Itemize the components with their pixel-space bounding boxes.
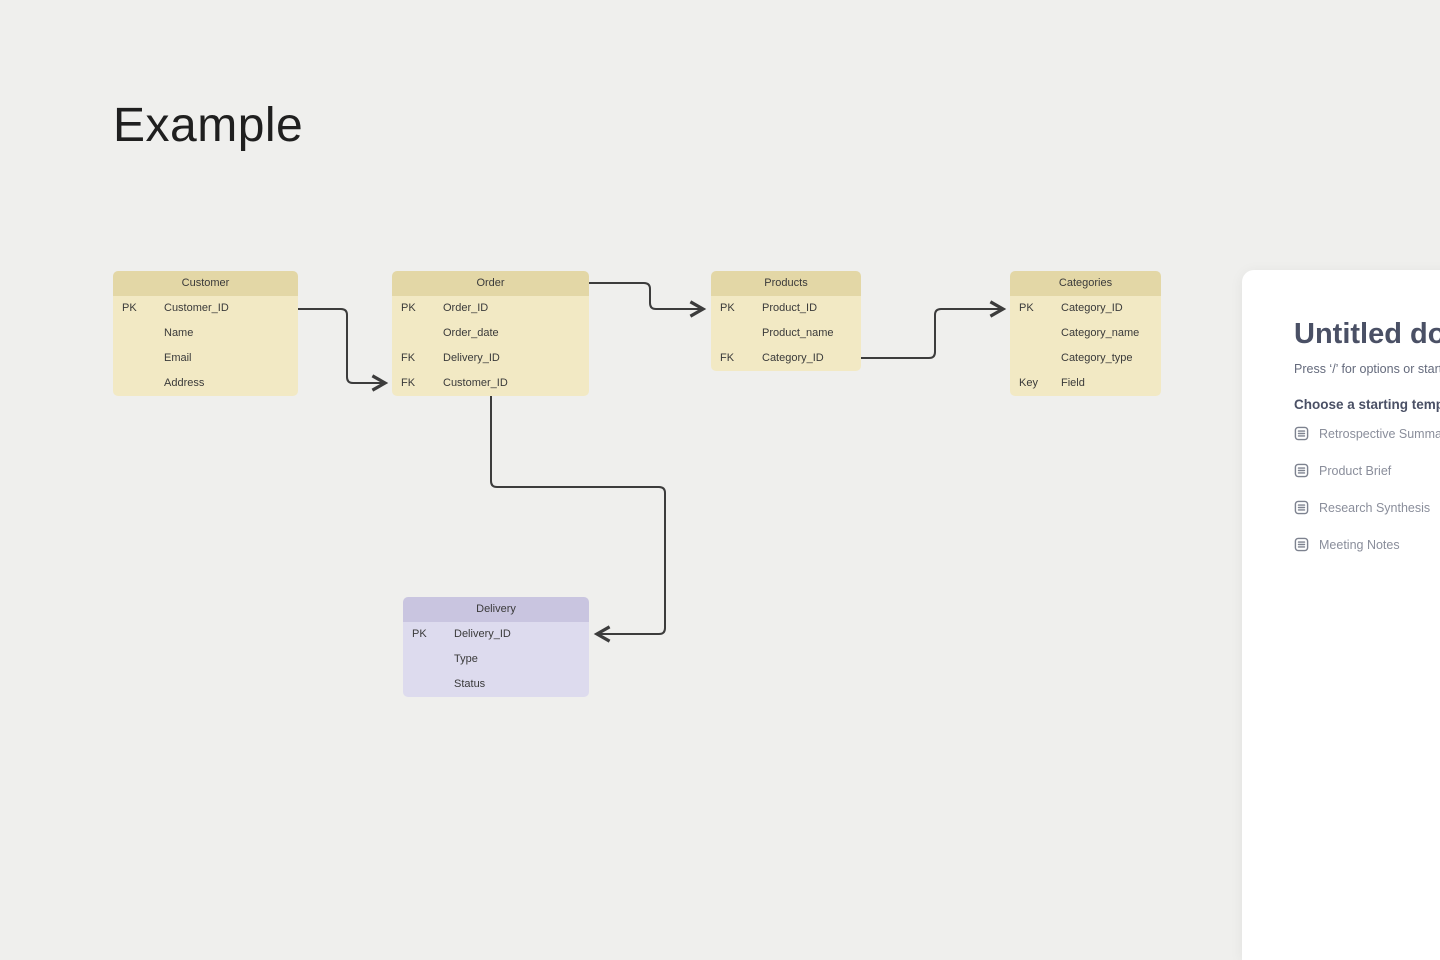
row-key: PK — [412, 628, 427, 640]
template-label: Product Brief — [1319, 463, 1392, 478]
row-field: Product_name — [762, 327, 834, 339]
row-key: Key — [1019, 377, 1038, 389]
table-row[interactable]: PK Product_ID — [711, 296, 861, 321]
row-field: Category_type — [1061, 352, 1133, 364]
template-item-research-synthesis[interactable]: Research Synthesis — [1294, 500, 1440, 515]
document-icon — [1294, 537, 1309, 552]
connector-order-products[interactable] — [589, 282, 707, 318]
row-field: Name — [164, 327, 194, 339]
template-item-product-brief[interactable]: Product Brief — [1294, 463, 1440, 478]
row-field: Address — [164, 377, 205, 389]
row-field: Product_ID — [762, 302, 818, 314]
template-list: Retrospective Summar Product Brief Resea… — [1294, 426, 1440, 552]
table-customer-header[interactable]: Customer — [113, 271, 298, 296]
row-key: PK — [1019, 302, 1034, 314]
table-row[interactable]: FK Customer_ID — [392, 371, 589, 396]
row-key: FK — [720, 352, 735, 364]
connector-products-categories[interactable] — [861, 300, 1007, 359]
table-row[interactable]: PK Customer_ID — [113, 296, 298, 321]
row-key: PK — [122, 302, 137, 314]
row-field: Delivery_ID — [443, 352, 500, 364]
table-row[interactable]: Category_type — [1010, 346, 1161, 371]
table-row[interactable]: Name — [113, 321, 298, 346]
table-products[interactable]: Products PK Product_ID Product_name FK C… — [711, 271, 861, 371]
row-field: Category_ID — [1061, 302, 1123, 314]
row-key: FK — [401, 352, 416, 364]
row-field: Type — [454, 653, 478, 665]
template-item-meeting-notes[interactable]: Meeting Notes — [1294, 537, 1440, 552]
table-delivery-header[interactable]: Delivery — [403, 597, 589, 622]
row-field: Status — [454, 678, 486, 690]
template-label: Research Synthesis — [1319, 500, 1431, 515]
document-panel: Untitled doc Press ‘/’ for options or st… — [1242, 270, 1440, 960]
document-icon — [1294, 463, 1309, 478]
row-key: PK — [720, 302, 735, 314]
table-categories-header[interactable]: Categories — [1010, 271, 1161, 296]
table-row[interactable]: Key Field — [1010, 371, 1161, 396]
table-categories[interactable]: Categories PK Category_ID Category_name … — [1010, 271, 1161, 396]
connector-order-delivery[interactable] — [490, 396, 666, 643]
table-row[interactable]: Email — [113, 346, 298, 371]
table-row[interactable]: FK Delivery_ID — [392, 346, 589, 371]
row-field: Category_ID — [762, 352, 824, 364]
connector-customer-order[interactable] — [298, 308, 389, 392]
row-field: Delivery_ID — [454, 628, 511, 640]
table-row[interactable]: FK Category_ID — [711, 346, 861, 371]
table-row[interactable]: Status — [403, 672, 589, 697]
table-row[interactable]: Order_date — [392, 321, 589, 346]
row-field: Customer_ID — [164, 302, 229, 314]
table-row[interactable]: Category_name — [1010, 321, 1161, 346]
row-field: Order_ID — [443, 302, 489, 314]
row-field: Category_name — [1061, 327, 1140, 339]
table-row[interactable]: Address — [113, 371, 298, 396]
row-key: PK — [401, 302, 416, 314]
row-field: Field — [1061, 377, 1085, 389]
table-order-header[interactable]: Order — [392, 271, 589, 296]
editor-hint: Press ‘/’ for options or start w — [1294, 362, 1440, 376]
document-title[interactable]: Untitled doc — [1294, 318, 1440, 350]
table-delivery[interactable]: Delivery PK Delivery_ID Type Status — [403, 597, 589, 697]
table-row[interactable]: Product_name — [711, 321, 861, 346]
document-icon — [1294, 426, 1309, 441]
row-field: Order_date — [443, 327, 499, 339]
row-field: Email — [164, 352, 192, 364]
document-icon — [1294, 500, 1309, 515]
templates-section-title: Choose a starting templa — [1294, 397, 1440, 412]
row-key: FK — [401, 377, 416, 389]
table-row[interactable]: Type — [403, 647, 589, 672]
canvas-title[interactable]: Example — [113, 99, 304, 152]
table-products-header[interactable]: Products — [711, 271, 861, 296]
table-customer[interactable]: Customer PK Customer_ID Name Email Addre… — [113, 271, 298, 396]
table-row[interactable]: PK Category_ID — [1010, 296, 1161, 321]
template-label: Retrospective Summar — [1319, 426, 1440, 441]
table-row[interactable]: PK Delivery_ID — [403, 622, 589, 647]
template-label: Meeting Notes — [1319, 537, 1400, 552]
table-row[interactable]: PK Order_ID — [392, 296, 589, 321]
template-item-retrospective-summary[interactable]: Retrospective Summar — [1294, 426, 1440, 441]
table-order[interactable]: Order PK Order_ID Order_date FK Delivery… — [392, 271, 589, 396]
row-field: Customer_ID — [443, 377, 508, 389]
